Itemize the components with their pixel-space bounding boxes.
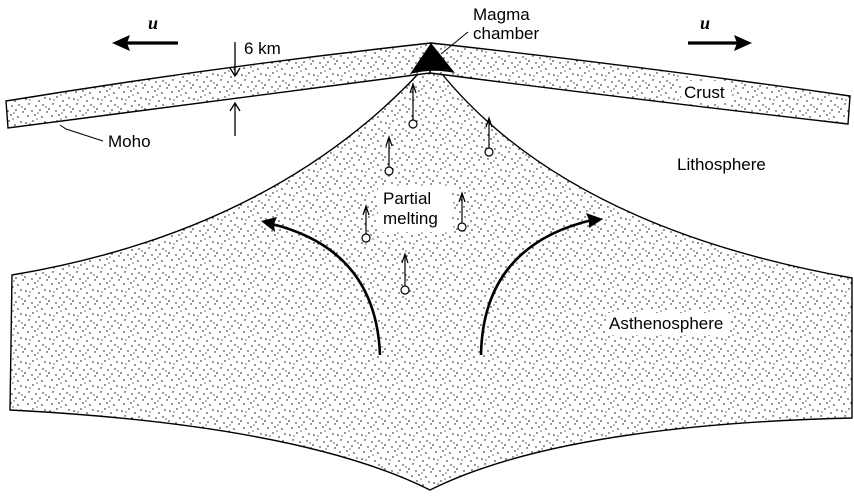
asthenosphere-label: Asthenosphere xyxy=(609,314,723,333)
magma-label-line2: chamber xyxy=(473,24,539,43)
crust-right xyxy=(430,43,850,124)
magma-label-line1: Magma xyxy=(473,5,530,24)
partial-melting-label-line2: melting xyxy=(383,209,438,228)
lithosphere-label: Lithosphere xyxy=(677,155,766,174)
moho-label: Moho xyxy=(108,132,151,151)
asthenosphere-region xyxy=(10,60,852,490)
thickness-label: 6 km xyxy=(244,39,281,58)
velocity-arrow-right xyxy=(688,35,752,51)
crust-label: Crust xyxy=(684,83,725,102)
velocity-label-left: u xyxy=(148,13,158,33)
moho-leader xyxy=(60,125,103,141)
crust-left xyxy=(6,43,431,128)
partial-melting-label-line1: Partial xyxy=(383,189,431,208)
velocity-arrow-left xyxy=(112,35,178,51)
velocity-label-right: u xyxy=(700,13,710,33)
